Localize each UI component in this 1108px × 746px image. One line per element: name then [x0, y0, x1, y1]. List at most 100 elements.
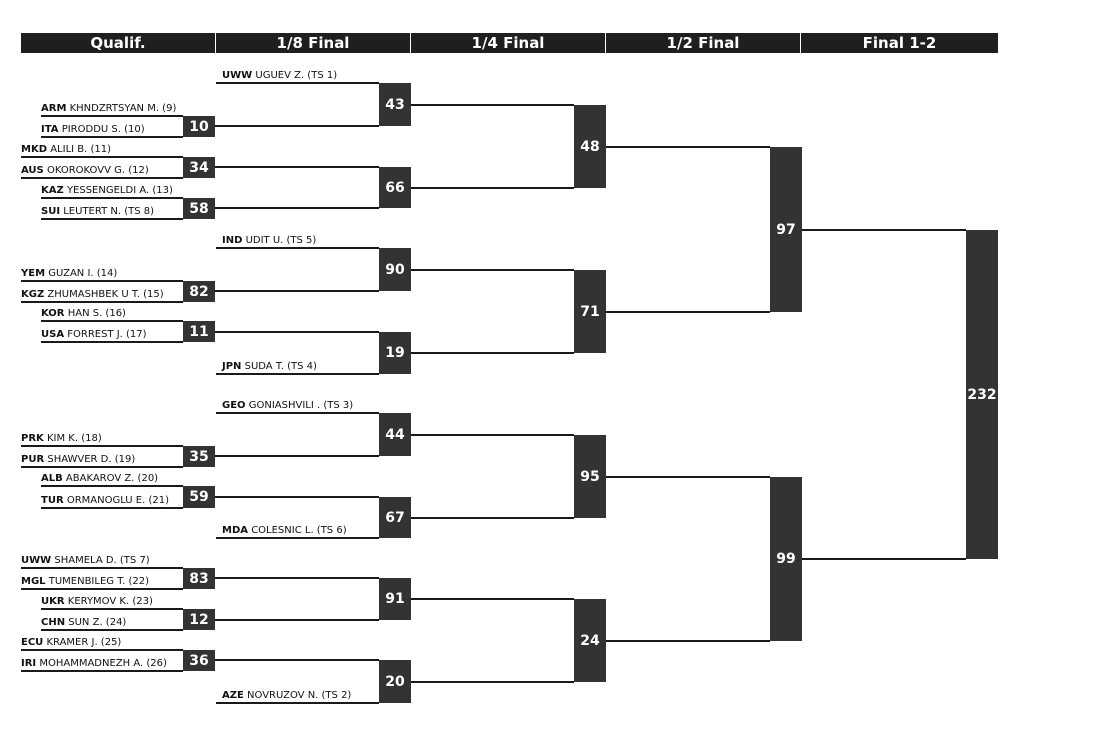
athlete-label: MGL TUMENBILEG T. (22) — [21, 576, 149, 588]
athlete-country: UKR — [41, 596, 65, 607]
bracket-line — [215, 207, 379, 209]
athlete-label: PUR SHAWVER D. (19) — [21, 454, 135, 466]
bracket-line — [411, 352, 574, 354]
athlete-label: SUI LEUTERT N. (TS 8) — [41, 206, 154, 218]
bracket-line — [606, 146, 770, 148]
bracket-line — [21, 567, 183, 569]
athlete-country: GEO — [222, 400, 246, 411]
bracket-line — [606, 640, 770, 642]
athlete-country: CHN — [41, 617, 66, 628]
athlete-label: KGZ ZHUMASHBEK U T. (15) — [21, 289, 164, 301]
bout-qualif-score: 12 — [183, 609, 215, 630]
athlete-label: PRK KIM K. (18) — [21, 433, 102, 445]
athlete-name: OKOROKOVV G. (12) — [46, 165, 149, 176]
athlete-country: AZE — [222, 690, 244, 701]
athlete-name: ABAKAROV Z. (20) — [65, 473, 159, 484]
athlete-label: KOR HAN S. (16) — [41, 308, 126, 320]
header-eighth-final: 1/8 Final — [216, 33, 410, 53]
bracket-line — [21, 649, 183, 651]
athlete-label: AUS OKOROKOVV G. (12) — [21, 165, 149, 177]
bout-eighth-score: 67 — [379, 497, 411, 538]
athlete-label: ARM KHNDZRTSYAN M. (9) — [41, 103, 176, 115]
athlete-country: YEM — [21, 268, 46, 279]
athlete-country: KAZ — [41, 185, 64, 196]
athlete-name: FORREST J. (17) — [67, 329, 147, 340]
athlete-name: YESSENGELDI A. (13) — [66, 185, 173, 196]
bracket-line — [802, 558, 966, 560]
bracket-line — [41, 629, 183, 631]
bracket-line — [411, 187, 574, 189]
bracket-line — [215, 125, 379, 127]
bracket-line — [216, 412, 379, 414]
athlete-name: KIM K. (18) — [46, 433, 102, 444]
athlete-label: UWW UGUEV Z. (TS 1) — [222, 70, 337, 82]
bracket-line — [215, 166, 379, 168]
athlete-name: UDIT U. (TS 5) — [245, 235, 317, 246]
bout-quarter-score: 71 — [574, 270, 606, 353]
athlete-name: KRAMER J. (25) — [46, 637, 122, 648]
header-quarter-final: 1/4 Final — [411, 33, 605, 53]
athlete-label: YEM GUZAN I. (14) — [21, 268, 117, 280]
bout-qualif-score: 83 — [183, 568, 215, 589]
athlete-name: LEUTERT N. (TS 8) — [63, 206, 155, 217]
bracket-line — [21, 588, 183, 590]
athlete-country: UWW — [21, 555, 52, 566]
bracket-line — [41, 320, 183, 322]
bout-eighth-score: 43 — [379, 83, 411, 126]
bracket-line — [41, 115, 183, 117]
bracket-line — [41, 197, 183, 199]
athlete-country: MGL — [21, 576, 46, 587]
athlete-country: KOR — [41, 308, 65, 319]
athlete-name: GUZAN I. (14) — [48, 268, 118, 279]
bracket-line — [21, 445, 183, 447]
athlete-name: KERYMOV K. (23) — [67, 596, 153, 607]
bracket-line — [411, 598, 574, 600]
bout-semi-score: 97 — [770, 147, 802, 312]
bracket-line — [215, 577, 379, 579]
bout-final-score: 232 — [966, 230, 998, 559]
bracket-line — [411, 681, 574, 683]
bracket-line — [606, 311, 770, 313]
bout-eighth-score: 19 — [379, 332, 411, 374]
athlete-name: MOHAMMADNEZH A. (26) — [39, 658, 167, 669]
athlete-name: GONIASHVILI . (TS 3) — [248, 400, 354, 411]
athlete-name: TUMENBILEG T. (22) — [48, 576, 150, 587]
bracket-line — [41, 507, 183, 509]
bracket-line — [411, 434, 574, 436]
bracket-line — [215, 331, 379, 333]
bout-qualif-score: 35 — [183, 446, 215, 467]
athlete-country: TUR — [41, 495, 64, 506]
bout-qualif-score: 34 — [183, 157, 215, 178]
athlete-label: CHN SUN Z. (24) — [41, 617, 126, 629]
athlete-label: JPN SUDA T. (TS 4) — [222, 361, 317, 373]
athlete-country: IND — [222, 235, 243, 246]
athlete-country: MDA — [222, 525, 248, 536]
bracket-line — [21, 177, 183, 179]
bout-qualif-score: 58 — [183, 198, 215, 219]
bout-quarter-score: 24 — [574, 599, 606, 682]
athlete-label: ALB ABAKAROV Z. (20) — [41, 473, 158, 485]
bout-qualif-score: 82 — [183, 281, 215, 302]
athlete-label: UWW SHAMELA D. (TS 7) — [21, 555, 150, 567]
bracket-line — [41, 218, 183, 220]
athlete-country: JPN — [222, 361, 242, 372]
athlete-name: ZHUMASHBEK U T. (15) — [47, 289, 164, 300]
athlete-label: ECU KRAMER J. (25) — [21, 637, 121, 649]
bout-eighth-score: 44 — [379, 413, 411, 456]
bracket-line — [216, 247, 379, 249]
bout-quarter-score: 95 — [574, 435, 606, 518]
athlete-country: ALB — [41, 473, 63, 484]
bracket-line — [215, 290, 379, 292]
athlete-country: IRI — [21, 658, 37, 669]
bracket-line — [21, 301, 183, 303]
bracket-line — [215, 659, 379, 661]
bracket-line — [21, 670, 183, 672]
athlete-label: AZE NOVRUZOV N. (TS 2) — [222, 690, 351, 702]
athlete-country: PUR — [21, 454, 45, 465]
athlete-label: TUR ORMANOGLU E. (21) — [41, 495, 169, 507]
athlete-country: PRK — [21, 433, 44, 444]
bout-eighth-score: 90 — [379, 248, 411, 291]
bracket-line — [216, 373, 379, 375]
header-final: Final 1-2 — [801, 33, 998, 53]
